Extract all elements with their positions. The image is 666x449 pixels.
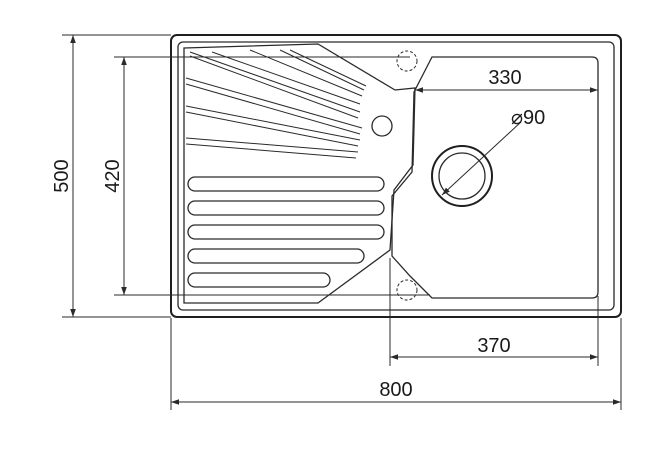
drainer-radial-grooves [185,49,367,159]
tap-hole-top-icon [396,50,418,72]
drain-outer-icon [431,145,493,207]
drainer-rib [187,224,385,240]
dim-label-bowl-top: 330 [488,67,521,89]
sink-inner-edge [177,41,615,311]
overflow-icon [371,115,393,137]
drain-diameter-label: ⌀90 [511,107,545,129]
dim-label-overall-depth: 500 [51,159,73,192]
drain-inner-icon [438,152,486,200]
tap-hole-bottom-icon [396,279,418,301]
drainer-rib [187,248,365,264]
drainer-rib [187,176,385,192]
bowl-outline [391,56,599,299]
drainer-rib [187,200,385,216]
drainer-rib [187,272,331,288]
drain-diameter-leader [441,121,522,196]
drainer-board-outline [183,43,416,304]
drainer-ribs [187,176,385,288]
dim-label-overall-width: 800 [379,379,412,401]
dim-label-bowl-depth: 420 [102,159,124,192]
sink-outer-edge [170,34,622,318]
dim-label-bowl-bottom: 370 [477,335,510,357]
